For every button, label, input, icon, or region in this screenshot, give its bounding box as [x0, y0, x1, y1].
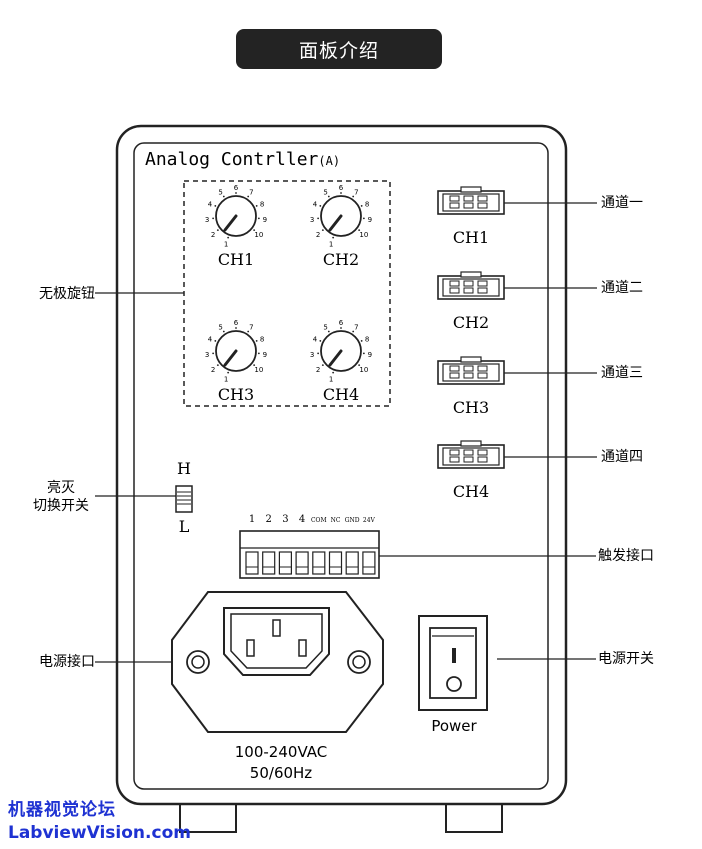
knob-tick-label: 6 [234, 319, 239, 327]
toggle-switch[interactable] [175, 485, 193, 513]
power-socket [171, 591, 384, 733]
knob-tick-label: 6 [339, 319, 344, 327]
terminal-label: 24V [363, 517, 376, 524]
knob-tick-label: 10 [359, 366, 368, 374]
watermark-url: LabviewVision.com [8, 823, 191, 843]
terminal-label: 4 [299, 514, 305, 525]
channel-connector-2: CH2 [437, 271, 505, 332]
knob-tick-label: 3 [205, 216, 209, 224]
knob-tick-label: 1 [329, 240, 333, 248]
knob-tick-label: 2 [316, 231, 320, 239]
power-label: Power [431, 717, 477, 735]
knob-tick-label: 10 [359, 231, 368, 239]
connector-label: CH3 [453, 398, 489, 417]
knob-tick-label: 6 [339, 184, 344, 192]
knob-group: 12345678910CH112345678910CH212345678910C… [205, 184, 372, 404]
knob-tick-label: 2 [211, 366, 215, 374]
connector-label: CH2 [453, 313, 489, 332]
knob-tick-label: 7 [354, 188, 358, 196]
knob-tick-label: 8 [365, 200, 369, 208]
toggle-high-label: H [177, 459, 191, 478]
knob-tick-label: 8 [260, 335, 264, 343]
terminal-label: NC [331, 517, 341, 524]
toggle-low-label: L [179, 517, 190, 536]
knob-tick-label: 1 [224, 240, 228, 248]
page-title: 面板介绍 [236, 29, 442, 69]
knob-tick-label: 4 [208, 335, 213, 343]
terminal-label: GND [345, 517, 360, 524]
knob-tick-label: 8 [260, 200, 264, 208]
callout-power-switch: 电源开关 [598, 651, 654, 667]
terminal-label: 2 [266, 514, 272, 525]
knob-tick-label: 10 [254, 231, 263, 239]
callout-channel-2: 通道二 [601, 280, 643, 296]
knob-tick-label: 5 [323, 188, 327, 196]
callout-power-socket: 电源接口 [39, 654, 95, 670]
knob-label: CH2 [323, 250, 359, 269]
frequency: 50/60Hz [250, 764, 313, 782]
voltage-range: 100-240VAC [235, 743, 327, 761]
callout-channel-3: 通道三 [601, 365, 643, 381]
terminal-label: 1 [249, 514, 255, 525]
knob-tick-label: 4 [313, 335, 318, 343]
knob-tick-label: 5 [323, 323, 327, 331]
knob-tick-label: 3 [310, 351, 314, 359]
knob-tick-label: 6 [234, 184, 239, 192]
power-switch[interactable] [418, 615, 488, 711]
knob-label: CH3 [218, 385, 254, 404]
terminal-label: 3 [282, 514, 288, 525]
knob-tick-label: 9 [368, 351, 372, 359]
knob-tick-label: 1 [329, 375, 333, 383]
knob-tick-label: 2 [316, 366, 320, 374]
callout-channel-4: 通道四 [601, 449, 643, 465]
knob-tick-label: 1 [224, 375, 228, 383]
callout-toggle-line1: 亮灭 [47, 480, 75, 496]
knob-tick-label: 2 [211, 231, 215, 239]
knob-tick-label: 4 [208, 200, 213, 208]
knob-tick-label: 7 [354, 323, 358, 331]
connector-label: CH4 [453, 482, 489, 501]
knob-tick-label: 9 [368, 216, 372, 224]
channel-connector-1: CH1 [437, 186, 505, 247]
knob-label: CH4 [323, 385, 359, 404]
knob-tick-label: 10 [254, 366, 263, 374]
device-label: Analog Contrller(A) [145, 149, 340, 170]
channel-connector-3: CH3 [437, 356, 505, 417]
knob-tick-label: 7 [249, 188, 253, 196]
knob-tick-label: 7 [249, 323, 253, 331]
knob-tick-label: 3 [205, 351, 209, 359]
knob-tick-label: 9 [263, 351, 267, 359]
knob-tick-label: 3 [310, 216, 314, 224]
knob-tick-label: 9 [263, 216, 267, 224]
watermark-title: 机器视觉论坛 [8, 800, 116, 820]
callout-knobs: 无极旋钮 [39, 286, 95, 302]
connector-label: CH1 [453, 228, 489, 247]
knob-tick-label: 5 [218, 188, 222, 196]
terminal-label: COM [311, 517, 327, 524]
knob-tick-label: 5 [218, 323, 222, 331]
knob-tick-label: 4 [313, 200, 318, 208]
knob-tick-label: 8 [365, 335, 369, 343]
callout-channel-1: 通道一 [601, 195, 643, 211]
callout-toggle-line2: 切换开关 [33, 498, 89, 514]
callout-trigger: 触发接口 [598, 548, 654, 564]
knob-label: CH1 [218, 250, 254, 269]
